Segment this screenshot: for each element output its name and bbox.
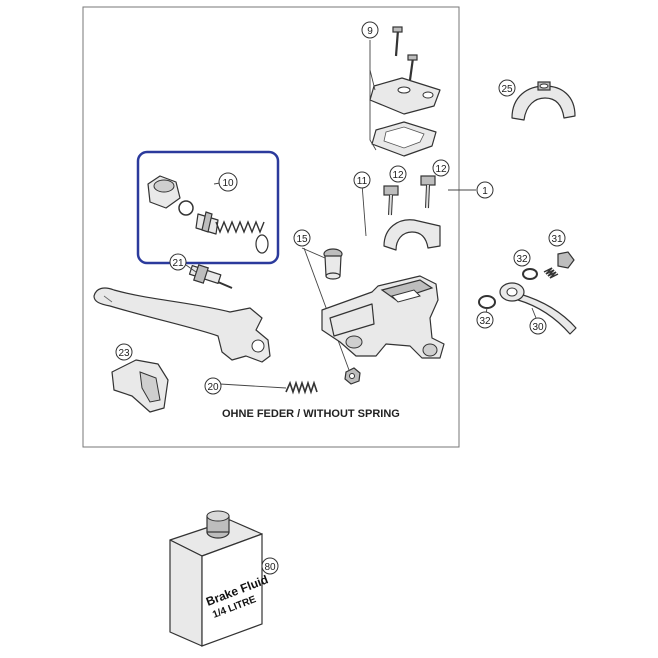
svg-text:9: 9 [367,26,373,37]
svg-text:32: 32 [479,316,491,327]
pivot-nut [344,367,361,385]
svg-text:25: 25 [501,84,513,95]
svg-text:31: 31 [551,234,563,245]
callout-25: 25 [498,79,516,97]
callout-12b: 12 [432,159,450,177]
callout-32b: 32 [476,311,494,329]
callout-11: 11 [353,171,371,189]
callout-30: 30 [529,317,547,335]
svg-text:11: 11 [357,176,368,187]
part-15-pivot-bolt [301,247,343,280]
callout-23: 23 [115,343,133,361]
part-25-clamp [511,81,576,121]
part-10-piston-kit [147,175,269,254]
callout-1: 1 [476,181,494,199]
callout-32a: 32 [513,249,531,267]
callout-80: 80 [261,557,279,575]
master-cylinder-clamp [383,219,441,251]
part-9-reservoir-cover [369,26,441,157]
svg-text:12: 12 [392,170,404,181]
diagram-frame [82,6,460,448]
part-21-adjuster [185,264,233,289]
svg-text:10: 10 [222,178,234,189]
master-cylinder-body [321,275,445,359]
callout-20: 20 [204,377,222,395]
brake-fluid-bottle [169,510,269,647]
callout-31: 31 [548,229,566,247]
svg-text:12: 12 [435,164,447,175]
callout-21: 21 [169,253,187,271]
svg-text:80: 80 [264,562,276,573]
callout-15: 15 [293,229,311,247]
highlight-box [136,150,280,265]
callout-10: 10 [218,172,238,192]
svg-text:32: 32 [516,254,528,265]
callout-12a: 12 [389,165,407,183]
part-11-12-bolts [361,175,436,237]
svg-text:23: 23 [118,348,130,359]
caption-without-spring: OHNE FEDER / WITHOUT SPRING [222,408,400,420]
part-23-lever-boot [111,359,169,413]
svg-text:30: 30 [532,322,544,333]
svg-text:15: 15 [296,234,308,245]
part-20-spring [219,380,318,395]
svg-text:21: 21 [172,258,184,269]
svg-text:20: 20 [207,382,219,393]
part-30-31-32-hose [478,251,577,335]
callout-9: 9 [361,21,379,39]
svg-text:1: 1 [482,186,488,197]
brake-lever [93,287,271,363]
